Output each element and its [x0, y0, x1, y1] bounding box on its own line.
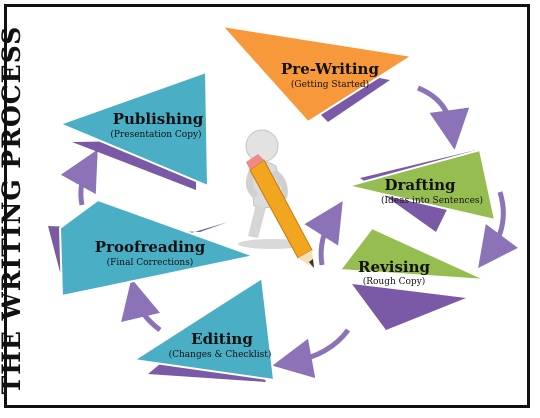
drafting-subtitle: (Ideas into Sentences) — [381, 195, 483, 206]
arrow-center-to-drafting — [304, 201, 343, 266]
publishing-subtitle: (Presentation Copy) — [110, 129, 201, 140]
stage-proofreading: Proofreading (Final Corrections) — [48, 198, 258, 298]
publishing-triangle — [57, 70, 210, 188]
arrow-prewriting-to-drafting — [417, 85, 470, 150]
arrow-proofreading-to-publishing — [60, 149, 98, 206]
revising-subtitle: (Rough Copy) — [363, 276, 426, 287]
drafting-title: Drafting — [384, 176, 456, 194]
arrow-revising-to-editing — [272, 328, 351, 379]
stage-editing: Editing (Changes & Checklist) — [131, 276, 276, 382]
revising-shadow — [352, 284, 466, 330]
proofreading-triangle — [58, 198, 258, 298]
stage-revising: Revising (Rough Copy) — [338, 226, 487, 330]
prewriting-triangle — [219, 24, 415, 124]
revising-triangle — [338, 226, 487, 281]
revising-title: Revising — [358, 258, 430, 276]
publishing-title: Publishing — [113, 110, 204, 128]
prewriting-title: Pre-Writing — [281, 60, 379, 78]
editing-triangle — [131, 276, 276, 382]
person-with-pencil-icon — [238, 129, 314, 268]
arrow-editing-to-proofreading — [121, 278, 162, 332]
editing-subtitle: (Changes & Checklist) — [169, 349, 272, 360]
proofreading-title: Proofreading — [95, 238, 206, 256]
editing-title: Editing — [191, 330, 253, 348]
stage-publishing: Publishing (Presentation Copy) — [57, 70, 210, 190]
drafting-triangle — [347, 148, 497, 222]
cycle-arrows — [60, 85, 518, 379]
proofreading-subtitle: (Final Corrections) — [107, 257, 194, 268]
stage-prewriting: Pre-Writing (Getting Started) — [219, 24, 415, 124]
stage-drafting: Drafting (Ideas into Sentences) — [347, 148, 497, 232]
prewriting-subtitle: (Getting Started) — [291, 79, 369, 90]
arrow-drafting-to-revising — [478, 191, 518, 269]
